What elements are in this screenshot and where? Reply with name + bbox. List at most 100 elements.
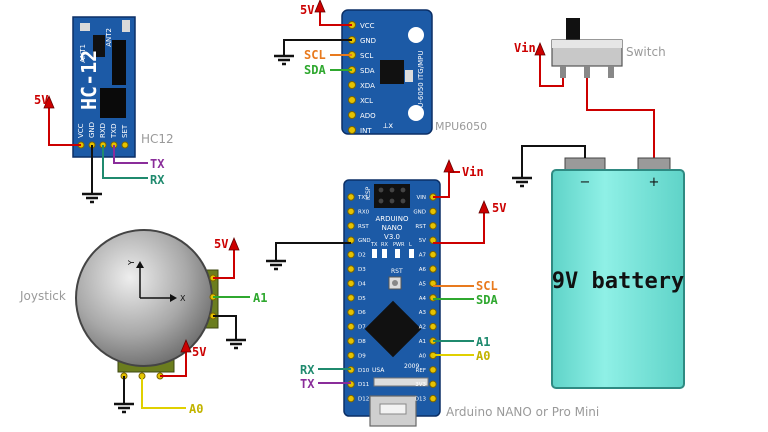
arduino-left-pin	[347, 394, 355, 403]
arduino-left-pin	[347, 207, 355, 216]
mpu-5v-label: 5V	[300, 3, 314, 17]
arduino-icsp-label: ICSP	[365, 186, 372, 200]
hc12-ant2-label: ANT2	[105, 28, 113, 47]
arduino-right-pin	[429, 380, 437, 388]
arduino-right-pin-label: GND	[413, 209, 426, 215]
arduino-right-pin-label: REF	[416, 368, 426, 374]
mpu-scl-label: SCL	[304, 48, 326, 62]
mpu6050-axis-icon: ⟂x	[383, 121, 393, 130]
hc12-tx-label: TX	[150, 157, 165, 171]
arduino-scl-label: SCL	[476, 279, 498, 293]
arduino-caption: Arduino NANO or Pro Mini	[446, 405, 599, 419]
arduino-right-pin	[429, 222, 437, 230]
arduino-left-pin-label: RX0	[358, 209, 370, 215]
arduino-right-pin-label: A5	[419, 281, 427, 287]
arduino-vin-label: Vin	[462, 165, 484, 179]
arduino-sda-label: SDA	[476, 293, 498, 307]
arduino-right-pin-label: 3V3	[415, 382, 426, 388]
hc12-ant1-label: ANT1	[79, 44, 87, 63]
mpu-pin-ado: ADO	[360, 112, 376, 120]
switch-caption: Switch	[626, 45, 666, 59]
battery-minus: −	[580, 175, 591, 190]
hc12-pin-vcc: VCC	[77, 123, 85, 138]
arduino-rx-label: RX	[300, 363, 315, 377]
hc12-caption: HC12	[141, 132, 174, 146]
arduino-a1-label: A1	[476, 335, 490, 349]
arduino-left-pin-label: D10	[358, 368, 370, 374]
arduino-right-pin	[429, 308, 437, 316]
arduino-leds: TX RX PWR L	[370, 242, 414, 258]
arduino-text-1: ARDUINO	[376, 215, 409, 223]
arduino-left-pin	[347, 279, 355, 288]
arduino-rst-label: RST	[391, 268, 403, 275]
arduino-pin-headers: TX1RX0RSTGNDD2D3D4D5D6D7D8D9D10D11D12VIN…	[347, 193, 437, 403]
arduino-left-pin-label: RST	[358, 224, 369, 230]
arduino-left-pin-label: D4	[358, 281, 366, 287]
mpu-pin-int: INT	[360, 127, 372, 135]
hc12-pin-labels: VCC GND RXD TXD SET	[77, 122, 129, 139]
arduino-left-pin	[347, 351, 355, 360]
arduino-right-pin	[429, 265, 437, 273]
hc12-module: ANT1 ANT2 HC-12 VCC GND RXD TXD SET HC12	[72, 16, 174, 158]
arduino-right-pin-label: A1	[419, 339, 426, 345]
led-rx-label: RX	[381, 242, 388, 248]
power-switch: Switch	[551, 18, 666, 78]
arduino-nano: ICSP ARDUINO NANO V3.0 TX RX PWR L RST U…	[343, 179, 599, 427]
arduino-right-pin-label: RST	[415, 224, 426, 230]
arduino-left-pin	[347, 193, 355, 201]
hc12-pin-txd: TXD	[110, 124, 118, 139]
arduino-right-pin-label: A4	[419, 296, 427, 302]
mpu-pin-xcl: XCL	[360, 97, 373, 105]
mpu-sda-label: SDA	[304, 63, 326, 77]
hc12-5v-label: 5V	[34, 93, 48, 107]
arduino-left-pin	[347, 250, 355, 259]
mpu6050-pin-labels: VCC GND SCL SDA XDA XCL ADO INT	[360, 22, 376, 135]
arduino-right-pin-label: A0	[419, 353, 427, 359]
battery-9v: − + 9V battery	[551, 157, 685, 389]
battery-plus: +	[649, 175, 660, 190]
hc12-title: HC-12	[77, 50, 101, 110]
joystick-x-axis: X	[180, 294, 186, 303]
arduino-left-pin-label: D12	[358, 397, 369, 403]
arduino-left-pin-label: D7	[358, 325, 366, 331]
arduino-right-pin	[429, 322, 437, 331]
arduino-year-label: 2009	[404, 363, 419, 370]
arduino-text-3: V3.0	[384, 233, 400, 241]
arduino-left-pin-label: D3	[358, 267, 366, 273]
arduino-right-pin-label: A7	[419, 253, 427, 259]
arduino-left-pin-label: D6	[358, 310, 366, 316]
arduino-left-pin-label: D9	[358, 353, 366, 359]
joystick-a1-label: A1	[253, 291, 267, 305]
arduino-right-pin-label: D13	[415, 397, 427, 403]
joystick-5v-bottom-label: 5V	[192, 345, 206, 359]
arduino-text-2: NANO	[382, 224, 403, 232]
hc12-rx-label: RX	[150, 173, 165, 187]
arduino-left-pin-label: TX1	[357, 195, 369, 201]
switch-vin-label: Vin	[514, 41, 536, 55]
arduino-a0-label: A0	[476, 349, 490, 363]
arduino-left-pin	[347, 222, 355, 230]
arduino-5v-label: 5V	[492, 201, 506, 215]
arduino-tx-label: TX	[300, 377, 315, 391]
hc12-pin-rxd: RXD	[99, 123, 107, 138]
joystick-y-axis: Y	[127, 260, 136, 266]
arduino-right-pin	[429, 250, 437, 259]
arduino-right-pin	[429, 294, 437, 302]
arduino-left-pin	[347, 308, 355, 316]
mpu-pin-gnd: GND	[360, 37, 376, 45]
arduino-usa-label: USA	[372, 367, 385, 374]
arduino-left-pin-label: GND	[358, 238, 371, 244]
arduino-right-pin	[429, 207, 437, 216]
arduino-left-pin	[347, 380, 355, 388]
mpu6050-caption: MPU6050	[435, 120, 487, 133]
mpu-pin-sda: SDA	[360, 67, 375, 75]
arduino-left-pin	[347, 322, 355, 331]
arduino-left-pin-label: D8	[358, 339, 366, 345]
battery-label: 9V battery	[552, 269, 684, 294]
arduino-left-pin	[347, 294, 355, 302]
joystick-a0-label: A0	[189, 402, 203, 416]
arduino-left-pin	[347, 265, 355, 273]
mpu-pin-vcc: VCC	[360, 22, 375, 30]
hc12-pin-set: SET	[121, 124, 129, 138]
